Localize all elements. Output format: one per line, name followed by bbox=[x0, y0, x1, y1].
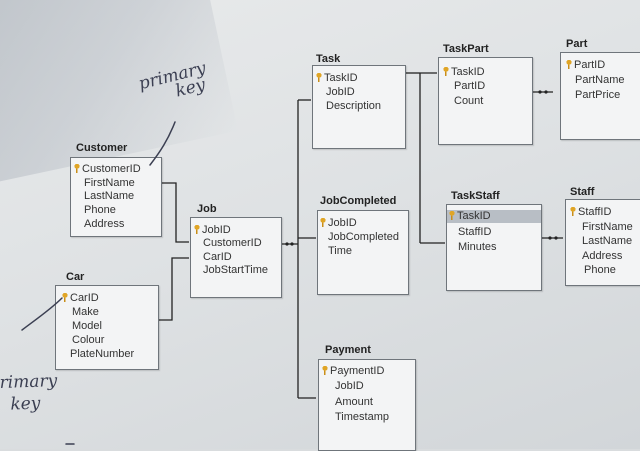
primary-key-icon bbox=[443, 67, 449, 76]
field-address[interactable]: Address bbox=[84, 218, 125, 230]
field-firstname[interactable]: FirstName bbox=[84, 177, 135, 189]
field-time[interactable]: Time bbox=[328, 245, 353, 257]
table-box bbox=[70, 157, 162, 237]
connector-customer-job bbox=[162, 182, 189, 243]
annotation-primary-key-bottom: rimary key bbox=[0, 371, 58, 415]
table-box bbox=[560, 52, 640, 140]
table-title: TaskStaff bbox=[451, 190, 500, 202]
table-title: Job bbox=[197, 203, 217, 215]
field-lastname[interactable]: LastName bbox=[582, 235, 633, 247]
field-taskid[interactable]: TaskID bbox=[316, 72, 358, 85]
field-customerid[interactable]: CustomerID bbox=[74, 163, 141, 176]
table-title: Customer bbox=[76, 142, 128, 154]
field-firstname[interactable]: FirstName bbox=[582, 221, 633, 233]
field-phone[interactable]: Phone bbox=[84, 204, 116, 216]
table-title: Car bbox=[66, 271, 85, 283]
table-title: Part bbox=[566, 38, 588, 50]
primary-key-icon bbox=[320, 218, 326, 227]
primary-key-icon bbox=[62, 293, 68, 302]
connector-car-job bbox=[158, 257, 189, 321]
field-jobid[interactable]: JobID bbox=[335, 380, 364, 392]
table-title: JobCompleted bbox=[320, 195, 397, 207]
field-taskid[interactable]: TaskID bbox=[443, 66, 485, 79]
field-jobcompleted[interactable]: JobCompleted bbox=[328, 231, 399, 243]
field-staffid[interactable]: StaffID bbox=[458, 226, 492, 238]
field-staffid[interactable]: StaffID bbox=[570, 206, 611, 219]
table-box bbox=[317, 210, 409, 295]
field-carid[interactable]: CarID bbox=[203, 251, 232, 263]
field-jobid[interactable]: JobID bbox=[194, 224, 231, 237]
table-title: Payment bbox=[325, 344, 371, 356]
table-title: Staff bbox=[570, 186, 595, 198]
field-partname[interactable]: PartName bbox=[575, 74, 625, 86]
table-box bbox=[312, 65, 406, 149]
table-box bbox=[190, 217, 282, 298]
field-customerid[interactable]: CustomerID bbox=[203, 237, 262, 249]
field-amount[interactable]: Amount bbox=[335, 396, 373, 408]
field-colour[interactable]: Colour bbox=[72, 334, 105, 346]
primary-key-icon bbox=[322, 366, 328, 375]
field-partid[interactable]: PartID bbox=[454, 80, 486, 92]
field-jobstarttime[interactable]: JobStartTime bbox=[203, 264, 269, 276]
field-count[interactable]: Count bbox=[454, 95, 484, 107]
table-box bbox=[55, 285, 159, 370]
field-phone[interactable]: Phone bbox=[584, 264, 616, 276]
field-timestamp[interactable]: Timestamp bbox=[335, 411, 389, 423]
primary-key-icon bbox=[194, 225, 200, 234]
field-description[interactable]: Description bbox=[326, 100, 382, 112]
field-taskid-selected[interactable]: TaskID bbox=[447, 210, 541, 223]
field-partid[interactable]: PartID bbox=[566, 59, 605, 72]
table-box bbox=[438, 57, 533, 145]
field-platenumber[interactable]: PlateNumber bbox=[70, 348, 135, 360]
field-paymentid[interactable]: PaymentID bbox=[322, 365, 384, 378]
primary-key-icon bbox=[566, 60, 572, 69]
primary-key-icon bbox=[316, 73, 322, 82]
table-box bbox=[318, 359, 416, 451]
arrow-line-top bbox=[149, 121, 176, 166]
field-lastname[interactable]: LastName bbox=[84, 190, 135, 202]
table-title: Task bbox=[316, 53, 341, 65]
primary-key-icon bbox=[570, 207, 576, 216]
field-make[interactable]: Make bbox=[72, 306, 99, 318]
field-address[interactable]: Address bbox=[582, 250, 623, 262]
field-model[interactable]: Model bbox=[72, 320, 102, 332]
field-partprice[interactable]: PartPrice bbox=[575, 89, 621, 101]
table-title: TaskPart bbox=[443, 43, 489, 55]
field-minutes[interactable]: Minutes bbox=[458, 241, 497, 253]
table-box bbox=[565, 199, 640, 286]
field-jobid[interactable]: JobID bbox=[320, 217, 357, 230]
primary-key-icon bbox=[449, 211, 455, 220]
primary-key-icon bbox=[74, 164, 80, 173]
field-carid[interactable]: CarID bbox=[62, 292, 99, 305]
arrow-line-bottom bbox=[21, 297, 63, 331]
field-jobid[interactable]: JobID bbox=[326, 86, 355, 98]
